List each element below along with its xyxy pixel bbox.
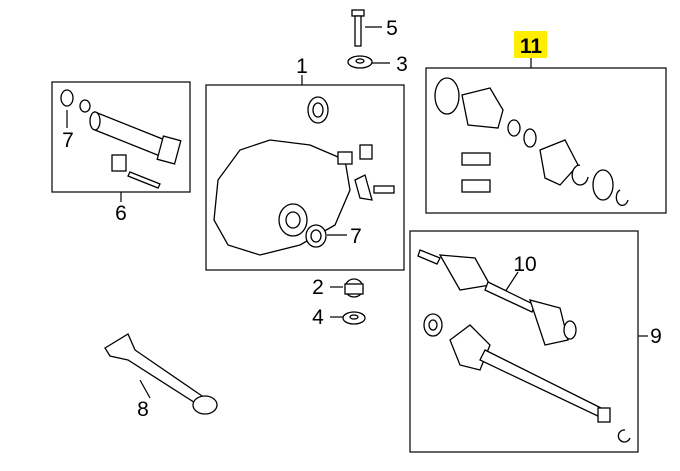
leader-8: [139, 379, 151, 399]
group-box-11: [425, 67, 667, 214]
boot-kit-part-11[interactable]: [434, 77, 629, 206]
callout-7a[interactable]: 7: [62, 129, 74, 152]
callout-4[interactable]: 4: [312, 306, 324, 329]
callout-8[interactable]: 8: [137, 398, 149, 421]
washer-part-3[interactable]: [347, 55, 373, 69]
callout-7b[interactable]: 7: [350, 225, 362, 248]
differential-part-1[interactable]: [213, 96, 395, 256]
callout-2[interactable]: 2: [312, 276, 324, 299]
callout-6[interactable]: 6: [115, 202, 127, 225]
callout-9[interactable]: 9: [650, 325, 662, 348]
axle-shaft-part-9[interactable]: [417, 249, 631, 443]
mount-part-2[interactable]: [344, 278, 364, 298]
callout-3[interactable]: 3: [396, 53, 408, 76]
group-box-1: [205, 84, 405, 271]
leader-10: [504, 271, 519, 293]
callout-11[interactable]: 11: [520, 35, 543, 58]
bracket-part-8[interactable]: [104, 333, 218, 415]
callout-1[interactable]: 1: [296, 55, 308, 78]
group-box-9: [409, 230, 639, 453]
callout-10[interactable]: 10: [513, 253, 536, 276]
callout-5[interactable]: 5: [386, 17, 398, 40]
washer-part-4[interactable]: [342, 311, 366, 325]
bolt-part-5[interactable]: [351, 9, 365, 47]
axle-tube-part-6[interactable]: [60, 89, 182, 189]
callout-11-highlight: [514, 31, 547, 58]
